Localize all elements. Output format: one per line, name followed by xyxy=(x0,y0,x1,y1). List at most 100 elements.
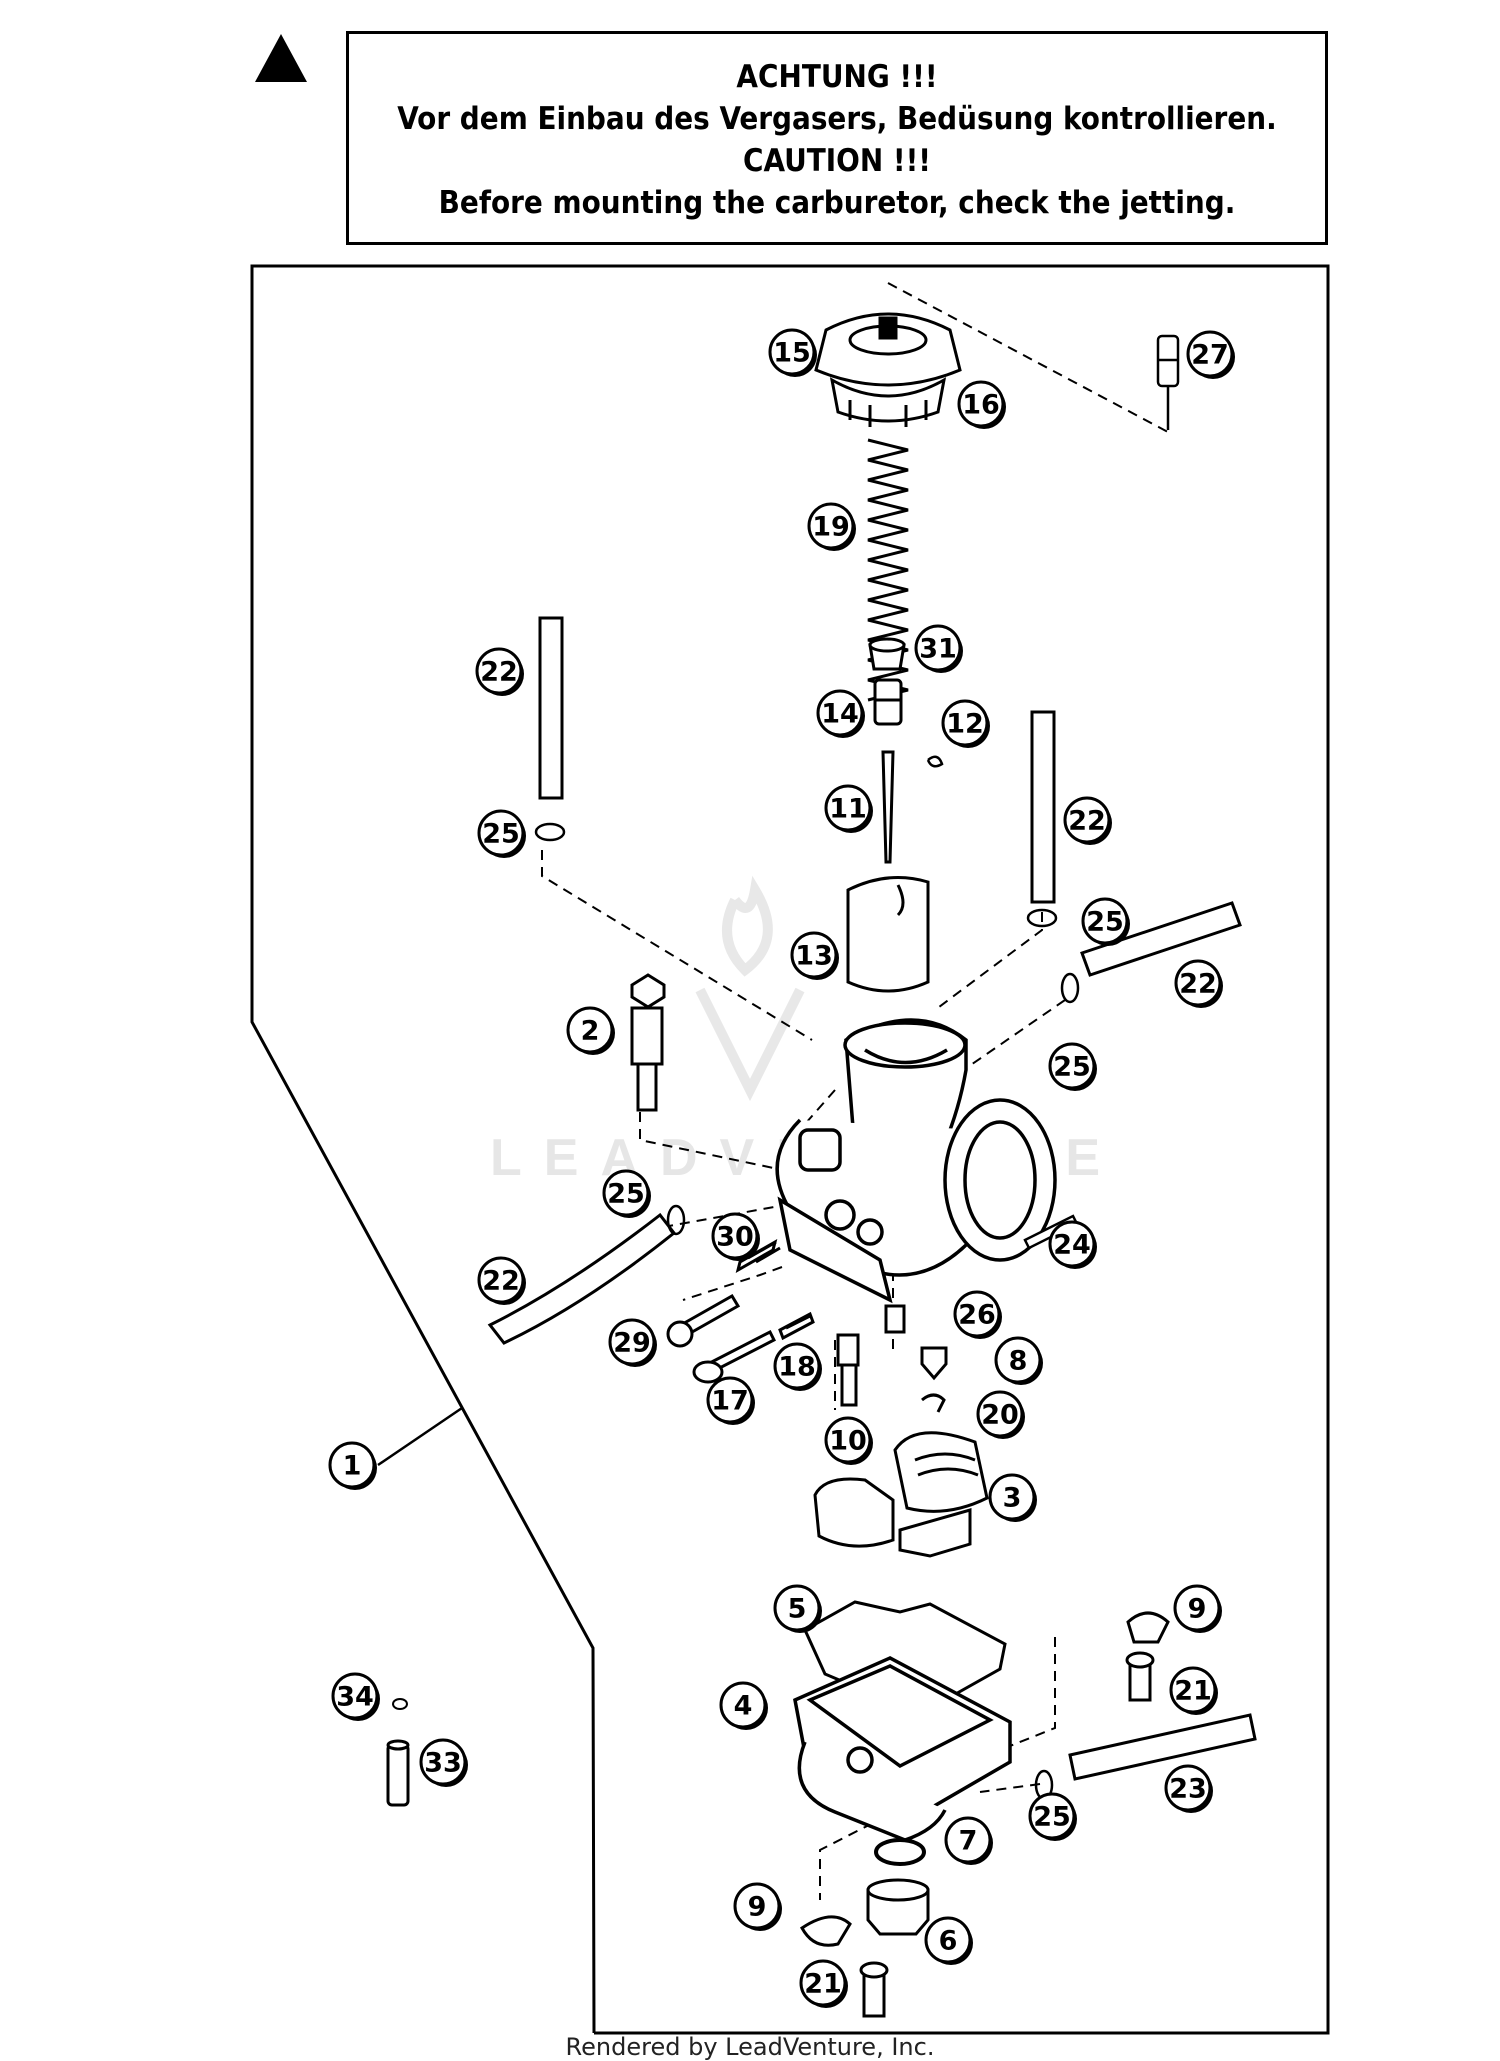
part-7-oring xyxy=(874,1838,926,1866)
callout-number: 31 xyxy=(919,634,957,665)
callout-c12: 12 xyxy=(941,699,990,748)
callout-c25b: 25 xyxy=(1081,897,1130,946)
callout-c8: 8 xyxy=(994,1336,1043,1385)
callout-number: 3 xyxy=(1003,1483,1022,1514)
callout-number: 6 xyxy=(939,1926,958,1957)
part-21-screws xyxy=(859,1651,1155,2018)
callout-number: 13 xyxy=(795,941,833,972)
callout-c17: 17 xyxy=(706,1376,755,1425)
callout-c29: 29 xyxy=(608,1318,657,1367)
callout-number: 23 xyxy=(1169,1774,1207,1805)
part-3-float xyxy=(813,1431,989,1558)
footer-credit: Rendered by LeadVenture, Inc. xyxy=(565,2033,935,2061)
diagram-frame xyxy=(250,264,1330,2035)
callout-number: 22 xyxy=(482,1266,520,1297)
callout-number: 27 xyxy=(1191,340,1229,371)
warning-triangle-icon xyxy=(255,34,307,82)
callout-c34: 34 xyxy=(331,1672,380,1721)
callout-number: 20 xyxy=(981,1400,1019,1431)
carburetor-body xyxy=(775,1018,1057,1304)
callout-c26: 26 xyxy=(953,1290,1002,1339)
part-13-throttle-slide xyxy=(846,876,930,993)
callout-c25c: 25 xyxy=(1048,1042,1097,1091)
callout-c10: 10 xyxy=(824,1416,873,1465)
callout-number: 25 xyxy=(1086,907,1124,938)
callout-number: 7 xyxy=(959,1826,978,1857)
callout-number: 12 xyxy=(946,709,984,740)
callout-number: 1 xyxy=(343,1451,362,1482)
callout-c19: 19 xyxy=(807,502,856,551)
part-27-screw xyxy=(1156,334,1180,430)
callout-number: 22 xyxy=(480,657,518,688)
caution-text-en: Before mounting the carburetor, check th… xyxy=(438,185,1236,221)
callout-number: 2 xyxy=(581,1016,600,1047)
callout-c33: 33 xyxy=(419,1738,468,1787)
carburetor-top-cap xyxy=(814,312,962,427)
callout-number: 9 xyxy=(1188,1594,1207,1625)
caution-title-en: CAUTION !!! xyxy=(742,143,932,179)
part-9-brackets xyxy=(800,1611,1170,1947)
callout-number: 30 xyxy=(716,1222,754,1253)
callout-c22b: 22 xyxy=(1063,796,1112,845)
part-8-jet xyxy=(920,1346,948,1381)
callout-number: 22 xyxy=(1068,806,1106,837)
callout-c4: 4 xyxy=(719,1681,768,1730)
callout-c7: 7 xyxy=(944,1816,993,1865)
callout-c25d: 25 xyxy=(602,1169,651,1218)
callout-c23: 23 xyxy=(1164,1764,1213,1813)
callout-number: 22 xyxy=(1179,969,1217,1000)
part-29-screw xyxy=(666,1293,741,1348)
callout-c6: 6 xyxy=(924,1916,973,1965)
part-6-plug xyxy=(866,1878,930,1936)
hoses-22 xyxy=(487,616,1242,1345)
callout-c31: 31 xyxy=(914,624,963,673)
callout-c15: 15 xyxy=(768,328,817,377)
callout-number: 4 xyxy=(734,1691,753,1722)
callout-c2: 2 xyxy=(566,1006,615,1055)
callout-number: 8 xyxy=(1009,1346,1028,1377)
callout-c27: 27 xyxy=(1186,330,1235,379)
callout-c30: 30 xyxy=(711,1212,760,1261)
callout-number: 21 xyxy=(804,1969,842,2000)
callout-c25a: 25 xyxy=(477,809,526,858)
callout-number: 18 xyxy=(778,1352,816,1383)
callout-c9a: 9 xyxy=(1173,1584,1222,1633)
callout-c22c: 22 xyxy=(1174,959,1223,1008)
callout-c3: 3 xyxy=(988,1473,1037,1522)
part-10-jet xyxy=(836,1333,860,1407)
callout-number: 25 xyxy=(1053,1052,1091,1083)
callout-number: 15 xyxy=(773,338,811,369)
callout-c13: 13 xyxy=(790,931,839,980)
part-11-needle xyxy=(881,750,895,864)
hose-23 xyxy=(1068,1713,1257,1781)
watermark-logo xyxy=(695,875,805,1102)
part-33-sleeve xyxy=(386,1739,410,1807)
caution-text-de: Vor dem Einbau des Vergasers, Bedüsung k… xyxy=(397,101,1277,137)
part-26-jet xyxy=(884,1304,906,1334)
callout-number: 10 xyxy=(829,1426,867,1457)
callout-c21b: 21 xyxy=(799,1959,848,2008)
callout-number: 16 xyxy=(962,390,1000,421)
callout-c16: 16 xyxy=(957,380,1006,429)
part-12-clip xyxy=(926,755,944,768)
callout-number: 25 xyxy=(607,1179,645,1210)
callout-number: 9 xyxy=(748,1892,767,1923)
caution-title-de: ACHTUNG !!! xyxy=(736,59,938,95)
callout-number: 11 xyxy=(829,794,867,825)
callout-c11: 11 xyxy=(824,784,873,833)
part-2-adjust-screw xyxy=(630,973,666,1112)
callout-number: 34 xyxy=(336,1682,374,1713)
callout-labels: 1234567899101112131415161718192021212222… xyxy=(328,328,1235,2008)
callout-c25e: 25 xyxy=(1028,1792,1077,1841)
callout-c20: 20 xyxy=(976,1390,1025,1439)
callout-number: 19 xyxy=(812,512,850,543)
part-34-ring xyxy=(392,1698,408,1710)
callout-number: 25 xyxy=(1033,1802,1071,1833)
callout-number: 5 xyxy=(788,1594,807,1625)
callout-c21a: 21 xyxy=(1169,1666,1218,1715)
part-31-seat xyxy=(868,637,906,671)
part-20-clip xyxy=(921,1393,946,1413)
callout-c22a: 22 xyxy=(475,647,524,696)
callout-number: 17 xyxy=(711,1386,749,1417)
